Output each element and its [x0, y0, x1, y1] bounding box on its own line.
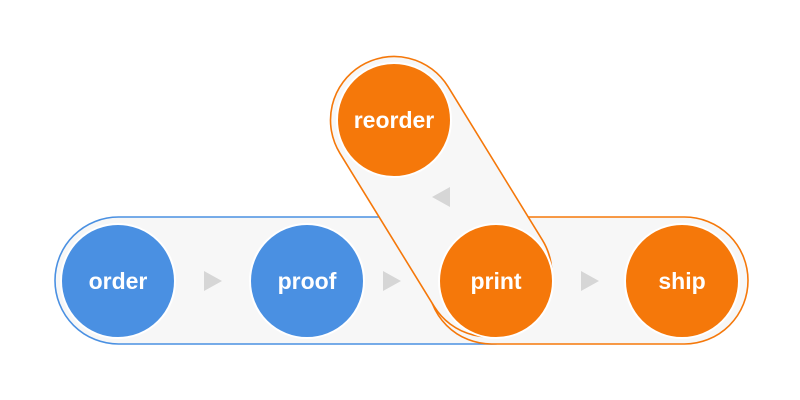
node-proof-circle: [249, 223, 365, 339]
node-ship: ship: [624, 223, 740, 339]
node-print: print: [438, 223, 554, 339]
triangle-right-icon: [581, 271, 599, 291]
node-order-label: order: [89, 268, 148, 294]
node-reorder-circle: [336, 62, 452, 178]
node-reorder: reorder: [336, 62, 452, 178]
node-ship-label: ship: [658, 268, 705, 294]
node-proof-label: proof: [278, 268, 337, 294]
node-reorder-label: reorder: [354, 107, 435, 133]
node-order: order: [60, 223, 176, 339]
node-order-circle: [60, 223, 176, 339]
flow-arrows: [204, 187, 599, 291]
node-print-label: print: [470, 268, 521, 294]
triangle-right-icon: [204, 271, 222, 291]
node-print-circle: [438, 223, 554, 339]
node-ship-circle: [624, 223, 740, 339]
triangle-left-icon: [432, 187, 450, 207]
node-proof: proof: [249, 223, 365, 339]
triangle-right-icon: [383, 271, 401, 291]
